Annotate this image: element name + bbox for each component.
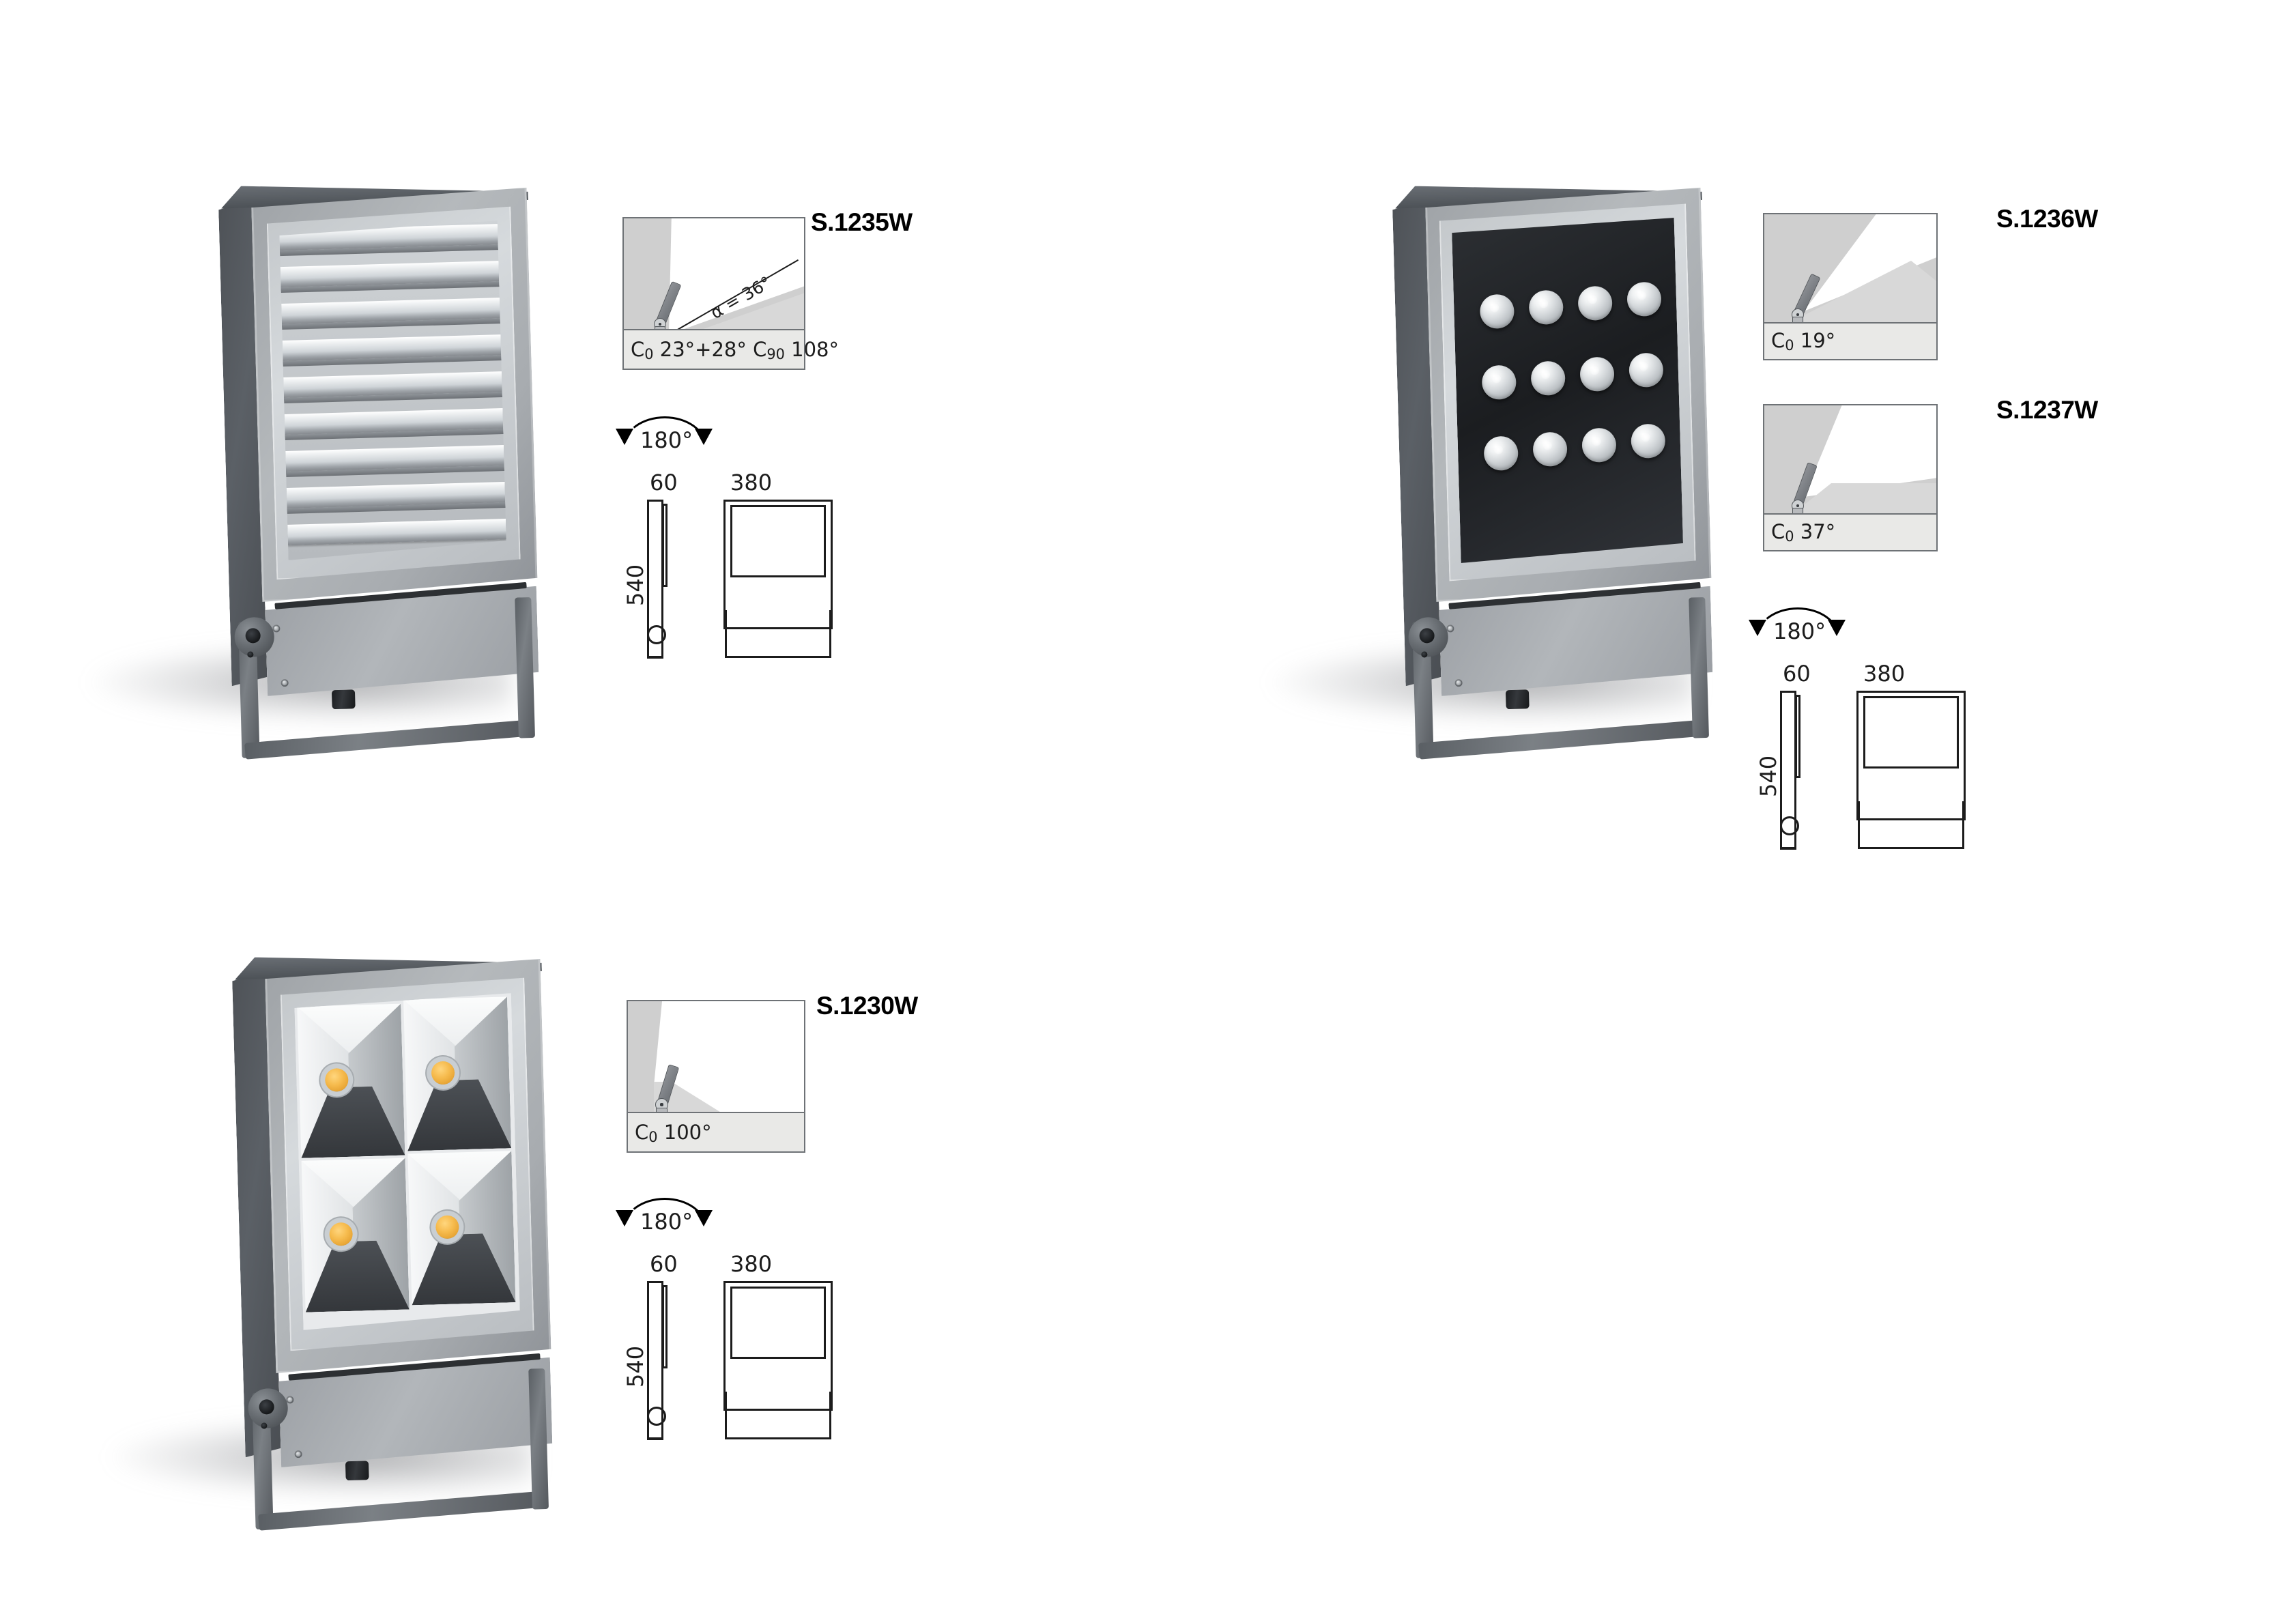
led-lens: [1579, 357, 1614, 392]
side-view-foot: [1780, 848, 1796, 850]
rotation-arrow-left: [1749, 620, 1766, 636]
led-lens: [1577, 286, 1612, 321]
depth-label: 60: [650, 470, 678, 495]
floodlight-led-array-photo: [1392, 177, 1721, 760]
front-view-aperture: [730, 1287, 826, 1359]
rotation-arc: [1755, 607, 1840, 639]
width-label: 380: [730, 1251, 773, 1277]
product-block-s1235w: C0 23°+28° C90 108° α = 36° S.1235W 180°…: [0, 0, 913, 785]
front-view-notch-left: [1856, 801, 1860, 818]
cable-gland: [331, 689, 356, 710]
beam-diagram-s1230w: C0 100°: [627, 1000, 805, 1153]
led-lens: [1529, 290, 1564, 325]
beam-floor: [628, 1112, 804, 1151]
side-view-lens: [662, 1285, 668, 1368]
led-lens: [1631, 424, 1665, 459]
side-view-pivot: [647, 625, 666, 644]
front-view-bracket: [725, 612, 831, 658]
depth-label: 60: [650, 1251, 678, 1277]
side-view-lens: [662, 504, 668, 587]
rotation-arrow-left: [616, 1210, 633, 1226]
rotation-label: 180°: [640, 427, 693, 453]
product-label-s1236w: S.1236W: [1996, 205, 2098, 233]
product-label-s1237w: S.1237W: [1996, 396, 2098, 424]
reflector-cell: [297, 1004, 405, 1158]
height-label: 540: [1755, 755, 1781, 797]
rotation-arrow-left: [616, 429, 633, 445]
led-lens: [1581, 428, 1616, 463]
beam-floor: [1764, 322, 1936, 359]
product-label-s1230w: S.1230W: [816, 992, 918, 1020]
product-label-s1235w: S.1235W: [811, 208, 913, 236]
led-lens: [1482, 365, 1517, 400]
rotation-label: 180°: [1773, 618, 1826, 644]
led-lens: [1628, 353, 1663, 388]
bracket-bottom-arm: [1418, 719, 1704, 760]
front-view-notch-right: [829, 1392, 833, 1408]
led-lens: [1530, 361, 1565, 396]
floodlight-louvre-photo: [218, 177, 547, 760]
depth-label: 60: [1783, 661, 1811, 687]
rotation-arrow-right: [695, 429, 713, 445]
led-lens: [1532, 432, 1567, 467]
beam-caption-s1237w: C0 37°: [1771, 520, 1836, 545]
front-view-aperture: [730, 505, 826, 577]
led-lens: [1480, 294, 1515, 329]
beam-caption-s1236w: C0 19°: [1771, 329, 1836, 354]
rotation-arc: [622, 416, 707, 448]
side-view-pivot: [647, 1407, 666, 1426]
side-view-foot: [647, 1438, 663, 1440]
reflector-cell: [302, 1158, 410, 1312]
front-view-notch-left: [723, 610, 727, 627]
louvre-blade-field: [279, 218, 507, 560]
reflector-cell: [403, 996, 511, 1151]
width-label: 380: [730, 470, 773, 495]
beam-caption-s1235w: C0 23°+28° C90 108°: [631, 338, 839, 362]
led-lens: [1626, 282, 1661, 317]
front-view-notch-left: [723, 1392, 727, 1408]
beam-diagram-s1235w: C0 23°+28° C90 108° α = 36°: [622, 217, 839, 370]
height-label: 540: [622, 1345, 648, 1388]
dimension-drawing-s1230w: 180° 60 380 540: [607, 1191, 894, 1440]
rotation-arc: [622, 1198, 707, 1229]
dimension-drawing-s1236w-s1237w: 180° 60 380 540: [1740, 601, 2027, 850]
reflector-cell-field: [294, 991, 521, 1330]
reflector-cell: [407, 1151, 515, 1305]
side-view-pivot: [1780, 816, 1799, 835]
rotation-arrow-right: [1828, 620, 1846, 636]
width-label: 380: [1863, 661, 1906, 687]
product-block-s1230w: C0 100° S.1230W 180° 60 380 540: [0, 778, 956, 1623]
cable-gland: [345, 1461, 369, 1481]
beam-floor: [1764, 513, 1936, 550]
beam-diagram-s1237w: C0 37°: [1763, 404, 1938, 551]
led-array-panel: [1452, 216, 1684, 563]
height-label: 540: [622, 564, 648, 606]
front-view-notch-right: [829, 610, 833, 627]
beam-floor: [624, 329, 804, 369]
rotation-label: 180°: [640, 1209, 693, 1235]
front-view-bracket: [1858, 803, 1964, 849]
front-view-notch-right: [1962, 801, 1966, 818]
cable-gland: [1505, 689, 1530, 710]
front-view-bracket: [725, 1393, 831, 1439]
beam-caption-s1230w: C0 100°: [635, 1121, 712, 1145]
product-block-s1236w-s1237w: C0 19° S.1236W C0 37° S.1237W 180° 60 38…: [1147, 0, 2296, 874]
led-lens: [1484, 436, 1519, 471]
side-view-lens: [1795, 695, 1800, 778]
dimension-drawing-s1235w: 180° 60 380 540: [607, 410, 894, 659]
floodlight-reflector-photo: [231, 948, 560, 1531]
bracket-bottom-arm: [244, 719, 530, 760]
beam-diagram-s1236w: C0 19°: [1763, 213, 1938, 360]
rotation-arrow-right: [695, 1210, 713, 1226]
front-view-aperture: [1863, 696, 1959, 769]
side-view-foot: [647, 657, 663, 659]
